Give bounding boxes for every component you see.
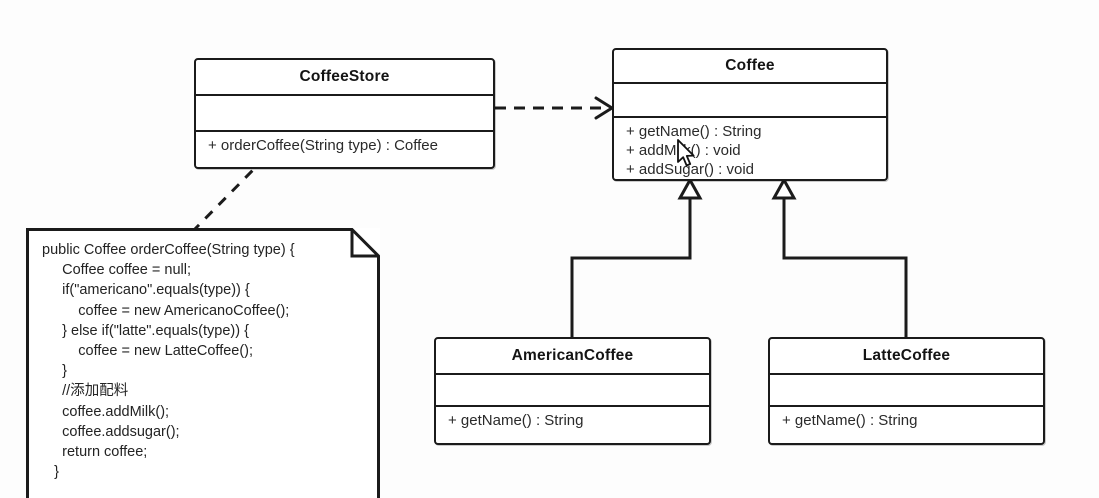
class-name-coffee: Coffee: [614, 50, 886, 84]
class-operations-american-coffee: + getName() : String: [436, 407, 709, 430]
class-name-coffee-store: CoffeeStore: [196, 60, 493, 96]
note-code-text: public Coffee orderCoffee(String type) {…: [42, 242, 295, 481]
class-operations-latte-coffee: + getName() : String: [770, 407, 1043, 430]
class-attributes-latte-coffee: [770, 375, 1043, 407]
class-box-american-coffee[interactable]: AmericanCoffee + getName() : String: [434, 337, 711, 445]
operation-add-milk: + addMilk() : void: [626, 142, 741, 159]
class-attributes-coffee: [614, 84, 886, 118]
class-attributes-american-coffee: [436, 375, 709, 407]
edge-note-anchor: [190, 168, 255, 234]
class-box-coffee-store[interactable]: CoffeeStore + orderCoffee(String type) :…: [194, 58, 495, 169]
operation-add-sugar: + addSugar() : void: [626, 161, 754, 178]
class-operations-coffee-store: + orderCoffee(String type) : Coffee: [196, 132, 493, 155]
class-name-american-coffee: AmericanCoffee: [436, 339, 709, 375]
edge-store-uses-coffee: [495, 96, 614, 120]
operation-get-name: + getName() : String: [626, 123, 762, 140]
operation-get-name-latte: + getName() : String: [782, 412, 918, 429]
class-attributes-coffee-store: [196, 96, 493, 132]
operation-order-coffee: + orderCoffee(String type) : Coffee: [208, 137, 438, 154]
code-note[interactable]: public Coffee orderCoffee(String type) {…: [26, 228, 380, 498]
class-operations-coffee: + getName() : String + addMilk() : void …: [614, 118, 886, 179]
class-box-coffee[interactable]: Coffee + getName() : String + addMilk() …: [612, 48, 888, 181]
operation-get-name-american: + getName() : String: [448, 412, 584, 429]
edge-latte-extends-coffee: [771, 176, 908, 337]
class-name-latte-coffee: LatteCoffee: [770, 339, 1043, 375]
edge-american-extends-coffee: [570, 176, 703, 337]
class-box-latte-coffee[interactable]: LatteCoffee + getName() : String: [768, 337, 1045, 445]
note-shape: [26, 228, 380, 498]
